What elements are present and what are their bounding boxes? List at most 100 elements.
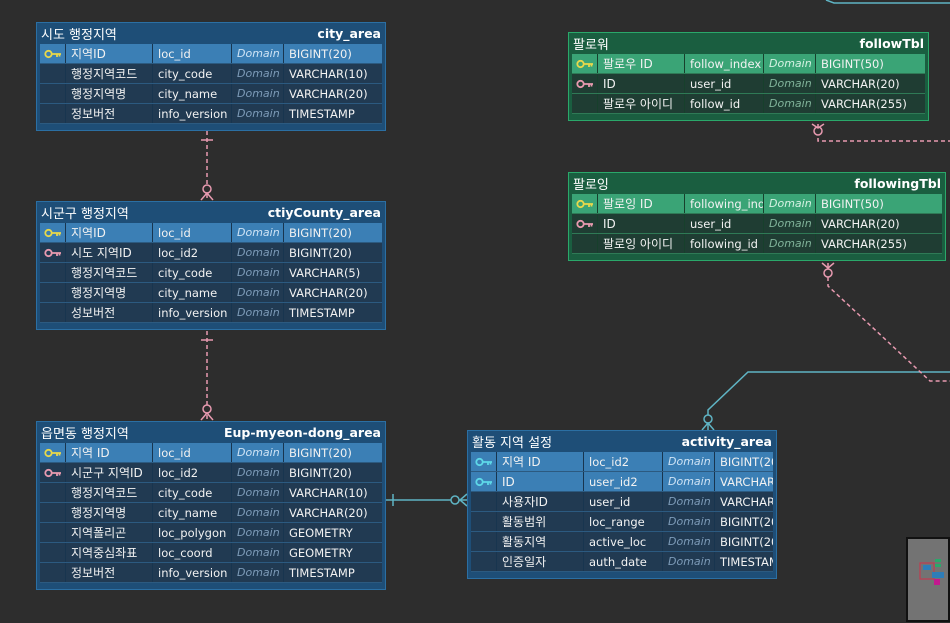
entity-logical-name: 팔로워 <box>573 38 609 53</box>
primary-key-icon <box>572 54 598 73</box>
column-logical-name: 행정지역코드 <box>66 483 153 502</box>
key-cell <box>40 64 66 83</box>
minimap-navigator[interactable] <box>906 537 950 622</box>
primary-foreign-key-icon <box>471 452 497 471</box>
column-data-type: VARCHAR(20) <box>289 86 368 101</box>
column-logical-name: 팔로우 ID <box>598 54 685 73</box>
column-data-type: VARCHAR(20) <box>821 76 900 91</box>
column-data-type: TIMESTAMP <box>289 565 355 580</box>
column-data-type: BIGINT(20) <box>289 245 352 260</box>
column-logical-name: 행정지역명 <box>66 283 153 302</box>
minimap-preview <box>908 539 948 620</box>
key-cell <box>40 104 66 123</box>
relation-top-edge[interactable] <box>825 0 950 4</box>
key-cell <box>471 492 497 511</box>
column-domain: Domain <box>232 223 284 242</box>
entity-physical-name: Eup-myeon-dong_area <box>223 425 381 440</box>
column-physical-name: loc_id <box>153 223 232 242</box>
column-physical-name: loc_id <box>153 443 232 462</box>
column-domain: Domain <box>764 54 816 73</box>
column-logical-name: 정보버전 <box>66 104 153 123</box>
entity-physical-name: ctiyCounty_area <box>267 205 381 220</box>
column-physical-name: city_code <box>153 483 232 502</box>
column-logical-name: 행정지역명 <box>66 84 153 103</box>
column-physical-name: info_version <box>153 104 232 123</box>
entity-header[interactable]: 팔로잉 followingTbl <box>569 173 945 194</box>
entity-header[interactable]: 활동 지역 설정 activity_area <box>468 431 776 452</box>
entity-header[interactable]: 시군구 행정지역 ctiyCounty_area <box>37 202 385 223</box>
relation-follower-user[interactable] <box>817 124 950 142</box>
column-domain: Domain <box>663 552 715 571</box>
column-logical-name: 팔로우 아이디 <box>598 94 685 113</box>
column-data-type: TIMESTAMP <box>289 106 355 121</box>
key-cell <box>471 512 497 531</box>
entity-header[interactable]: 팔로워 followTbl <box>569 33 928 54</box>
column-data-type: BIGINT(20) <box>289 46 352 61</box>
column-physical-name: user_id2 <box>584 472 663 491</box>
column-logical-name: 인증일자 <box>497 552 584 571</box>
column-domain: Domain <box>232 443 284 462</box>
column-data-type: BIGINT(50) <box>821 196 884 211</box>
column-physical-name: following_index <box>685 194 764 213</box>
column-physical-name: loc_polygon <box>153 523 232 542</box>
column-logical-name: 지역 ID <box>497 452 584 471</box>
foreign-key-icon <box>40 463 66 482</box>
column-physical-name: loc_id2 <box>153 463 232 482</box>
entity-physical-name: city_area <box>317 26 381 41</box>
column-logical-name: 행정지역코드 <box>66 263 153 282</box>
column-data-type: BIGINT(20) <box>289 445 352 460</box>
relation-following-user[interactable] <box>827 263 950 382</box>
column-data-type: BIGINT(20) <box>720 514 773 529</box>
column-domain: Domain <box>232 243 284 262</box>
column-physical-name: loc_id2 <box>584 452 663 471</box>
column-domain: Domain <box>232 104 284 123</box>
column-physical-name: info_version <box>153 563 232 582</box>
column-logical-name: 팔로잉 아이디 <box>598 234 685 253</box>
column-physical-name: city_name <box>153 283 232 302</box>
relation-activity-user[interactable] <box>707 371 950 430</box>
entity-header[interactable]: 읍면동 행정지역 Eup-myeon-dong_area <box>37 422 385 443</box>
column-logical-name: 활동범위 <box>497 512 584 531</box>
column-domain: Domain <box>232 503 284 522</box>
entity-following-tbl[interactable]: 팔로잉 followingTbl 팔로잉 IDfollowing_indexDo… <box>568 172 946 261</box>
foreign-key-icon <box>572 214 598 233</box>
column-physical-name: user_id <box>685 74 764 93</box>
column-logical-name: 시군구 지역ID <box>66 463 153 482</box>
entity-header[interactable]: 시도 행정지역 city_area <box>37 23 385 44</box>
column-logical-name: 지역폴리곤 <box>66 523 153 542</box>
